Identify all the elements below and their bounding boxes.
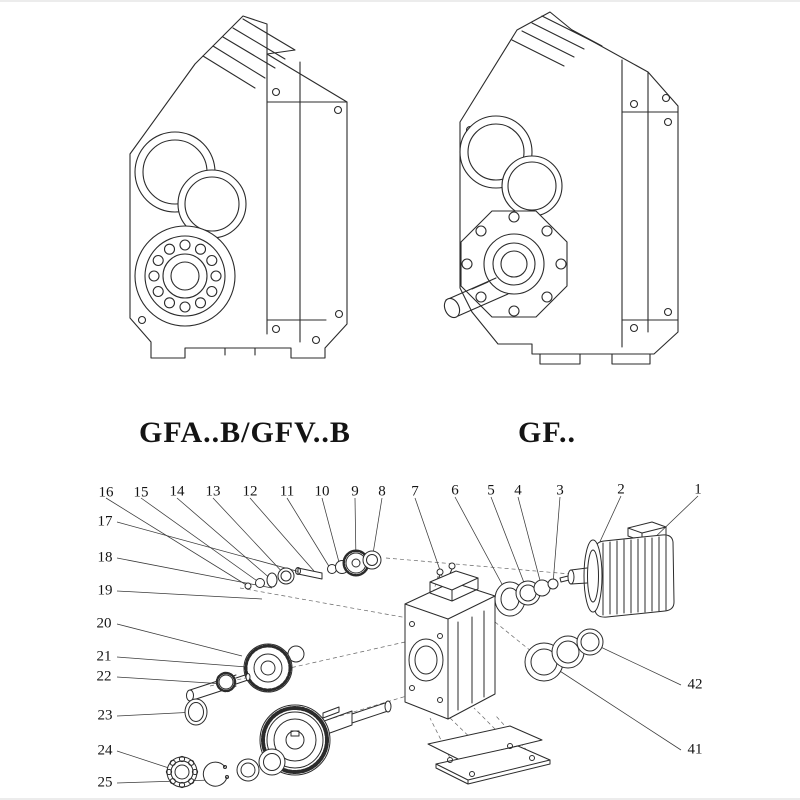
gear-bores (459, 115, 563, 217)
callout-21: 21 (96, 648, 112, 665)
callout-25: 25 (97, 774, 113, 791)
input-gear-cluster (244, 549, 382, 590)
output-bearing (134, 225, 236, 327)
output-flange (460, 210, 568, 318)
callout-7: 7 (411, 483, 419, 500)
leader-lines (105, 495, 699, 784)
bearing-seal-row (165, 748, 286, 789)
gearbox-drawing-gfab-gfvb (129, 15, 348, 359)
callout-2: 2 (617, 481, 625, 498)
exploded-view-drawing (105, 495, 699, 789)
output-shaft (443, 277, 509, 319)
callout-19: 19 (97, 582, 113, 599)
callout-22: 22 (96, 668, 112, 685)
motor (567, 521, 675, 618)
callout-6: 6 (451, 482, 459, 499)
callout-4: 4 (514, 482, 522, 499)
gearbox-housing (404, 570, 496, 720)
callout-16: 16 (98, 484, 114, 501)
callout-24: 24 (97, 742, 113, 759)
callout-8: 8 (378, 483, 386, 500)
callout-11: 11 (279, 483, 295, 500)
retaining-rings (524, 628, 604, 682)
callout-17: 17 (97, 513, 113, 530)
callout-3: 3 (556, 482, 564, 499)
callout-14: 14 (169, 483, 185, 500)
callout-9: 9 (351, 483, 359, 500)
input-rings (494, 575, 570, 617)
intermediate-gear-group (184, 643, 305, 726)
callout-23: 23 (97, 707, 113, 724)
top-ribs (202, 18, 296, 89)
callout-15: 15 (133, 484, 149, 501)
callout-42: 42 (687, 676, 703, 693)
callout-5: 5 (487, 482, 495, 499)
callout-41: 41 (687, 741, 703, 758)
gearbox-drawing-gf (443, 11, 679, 365)
top-ribs (511, 15, 603, 67)
product-label-gfab-gfvb: GFA..B/GFV..B (139, 416, 351, 449)
callout-12: 12 (242, 483, 258, 500)
bottom-cover (427, 725, 551, 785)
callout-10: 10 (314, 483, 330, 500)
callout-20: 20 (96, 615, 112, 632)
callout-18: 18 (97, 549, 113, 566)
callout-13: 13 (205, 483, 221, 500)
product-label-gf: GF.. (518, 416, 576, 449)
callout-1: 1 (694, 481, 702, 498)
